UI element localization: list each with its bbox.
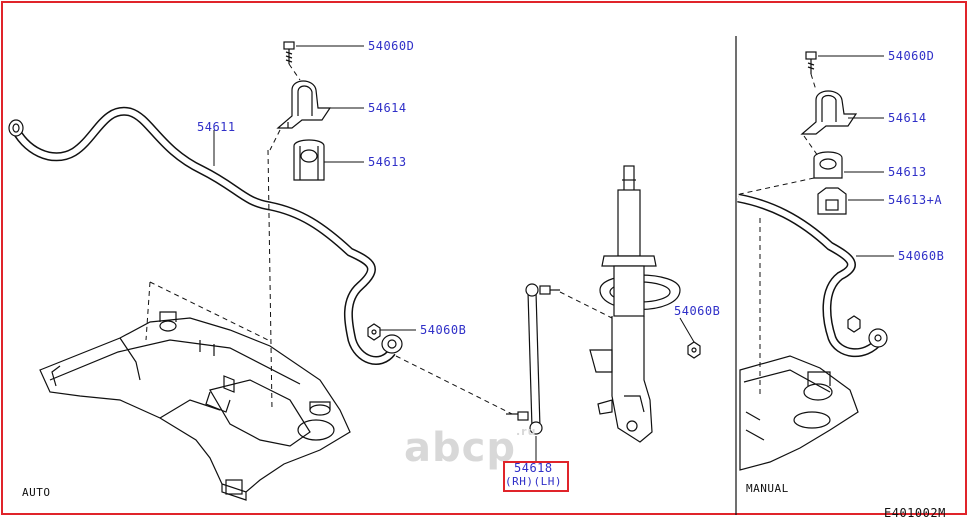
subframe-manual (739, 355, 859, 471)
label-stabilizer: 54611 (197, 120, 236, 134)
watermark: abcp.ru (404, 425, 537, 471)
bolt-auto (283, 41, 295, 64)
nut-strut (687, 341, 701, 359)
label-nut-strut: 54060B (674, 304, 721, 318)
label-bolt-manual: 54060D (888, 49, 935, 63)
label-link-side: (RH)(LH) (505, 475, 562, 488)
bracket-manual (800, 90, 858, 135)
label-link-part: 54618 (514, 461, 553, 475)
nut-auto (367, 323, 403, 354)
stabilizer-link (506, 283, 560, 435)
label-bushing-manual: 54613 (888, 165, 927, 179)
label-bolt-auto: 54060D (368, 39, 415, 53)
strut-assembly (589, 165, 681, 443)
leader-lines (213, 45, 894, 462)
dashed-lines (145, 63, 819, 415)
bushing-manual (813, 151, 843, 179)
section-auto-label: AUTO (22, 486, 51, 499)
label-nut-manual: 54060B (898, 249, 945, 263)
figure-code: E401002M (884, 506, 946, 520)
section-manual-label: MANUAL (746, 482, 789, 495)
stabilizer-bar-manual (737, 193, 888, 358)
bolt-manual (805, 51, 817, 74)
label-bracket-auto: 54614 (368, 101, 407, 115)
label-bracket-manual: 54614 (888, 111, 927, 125)
bushing-auto (293, 139, 325, 181)
bracket-auto (276, 80, 332, 129)
subframe-auto (39, 311, 351, 501)
label-bushing-auto: 54613 (368, 155, 407, 169)
bushing-a-manual (817, 187, 847, 215)
stabilizer-bar (8, 106, 396, 365)
label-nut-auto: 54060B (420, 323, 467, 337)
label-bushing-a-manual: 54613+A (888, 193, 943, 207)
highlight-box (503, 461, 569, 492)
